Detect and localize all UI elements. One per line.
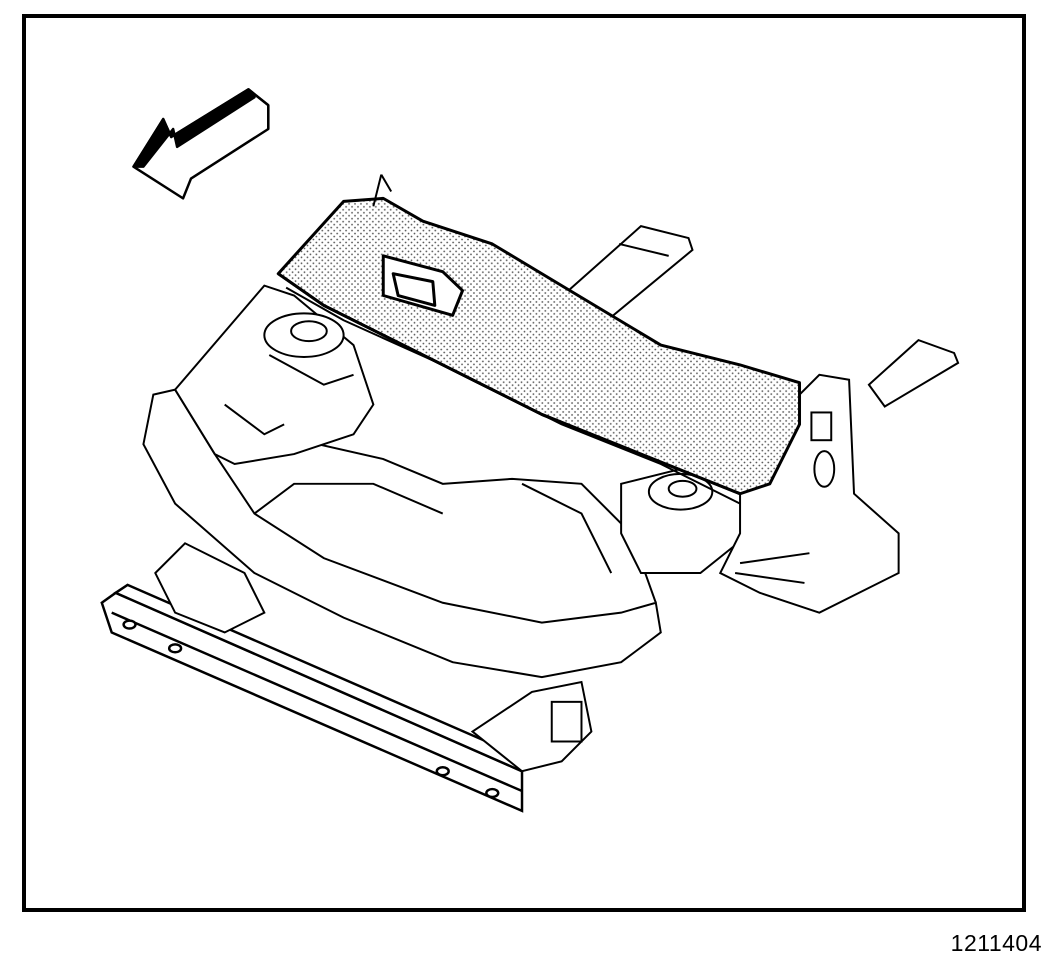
figure-number: 1211404: [950, 930, 1042, 956]
body-structure-diagram: [100, 88, 960, 813]
bumper-brackets: [154, 542, 593, 773]
cowl-panel: [276, 174, 802, 505]
left-strut-tower: [173, 284, 375, 466]
illustration-frame: [22, 14, 1026, 912]
front-direction-arrow-icon: [132, 88, 270, 200]
